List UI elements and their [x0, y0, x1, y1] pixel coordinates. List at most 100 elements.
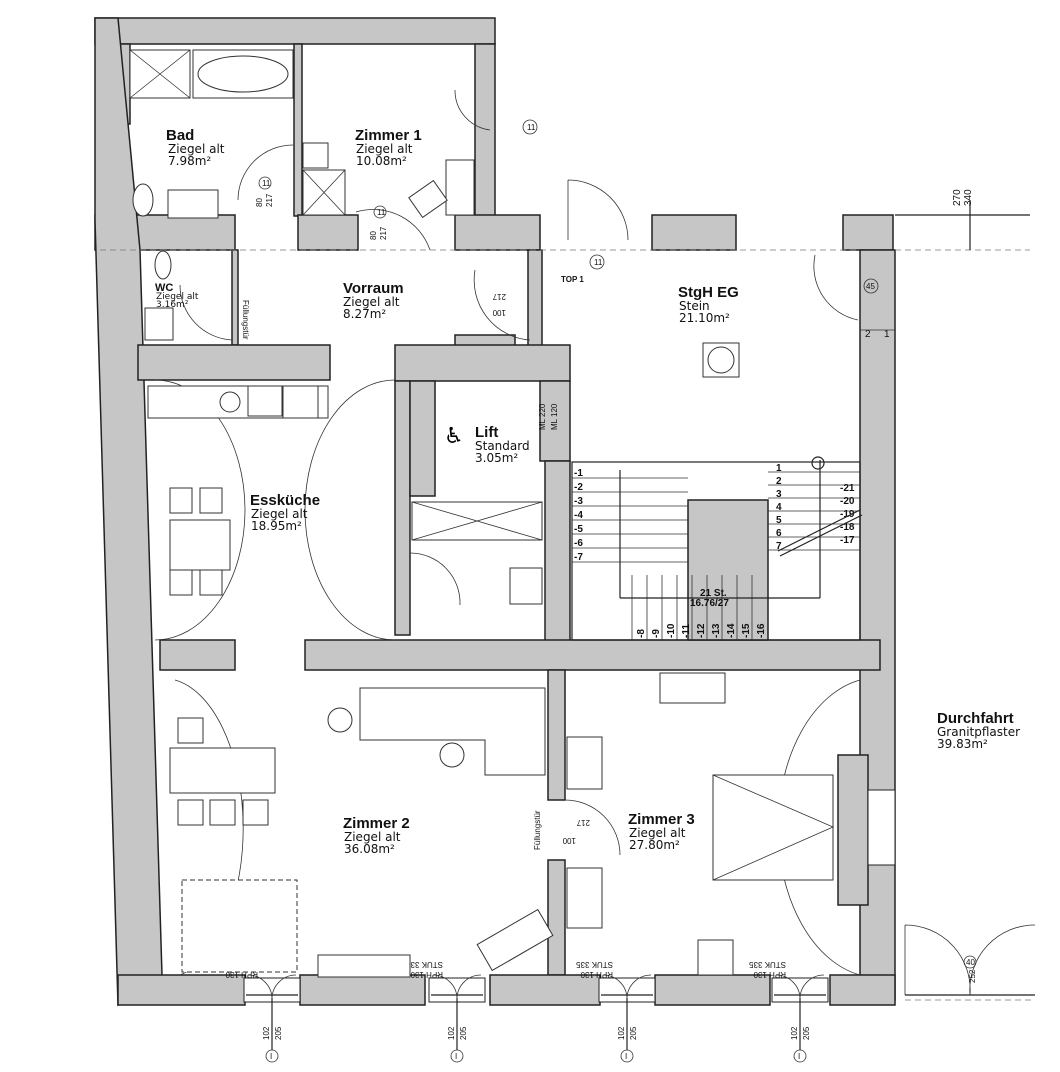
room-name: WC	[155, 282, 173, 294]
stair-step-label: -2	[574, 482, 583, 493]
window-marker: 11	[527, 123, 536, 132]
room-area: 3.16m²	[156, 300, 189, 310]
door-dim: 217	[492, 292, 506, 301]
lift-dim: ML 220	[538, 403, 547, 430]
window-stuk: STUK 335	[749, 960, 786, 969]
window-width: 102	[262, 1026, 271, 1040]
stair-step-label: -5	[574, 524, 583, 535]
stair-step-label: -13	[711, 623, 722, 638]
room-wc: WC Ziegel alt 3.16m²	[155, 282, 199, 310]
stair-step-label: -10	[666, 623, 677, 638]
room-material: Stein	[679, 299, 710, 313]
stair-step-label: -8	[636, 629, 647, 638]
window-height: 205	[274, 1026, 283, 1040]
room-esskueche: Essküche Ziegel alt 18.95m²	[250, 492, 320, 533]
window-marker: I	[625, 1052, 627, 1061]
room-lift: ♿ Lift Standard 3.05m²	[444, 424, 530, 465]
window-stuk: STUK 335	[406, 960, 443, 969]
room-name: Essküche	[250, 492, 320, 509]
room-material: Standard	[475, 439, 530, 453]
side-step: 1	[884, 329, 890, 340]
stair-step-label: -18	[840, 522, 855, 533]
room-name: StgH EG	[678, 284, 739, 301]
door-type-label: Füllungstür	[241, 300, 250, 340]
stair-count: 21 St.	[700, 588, 727, 599]
room-area: 21.10m²	[679, 311, 730, 325]
side-step: 2	[865, 329, 871, 340]
room-area: 10.08m²	[356, 154, 407, 168]
room-name: Lift	[475, 424, 498, 441]
room-area: 39.83m²	[937, 737, 988, 751]
stair-step-label: -4	[574, 510, 583, 521]
stair-step-label: -1	[574, 468, 583, 479]
room-zimmer-3: Zimmer 3 Ziegel alt 27.80m²	[628, 811, 695, 852]
room-material: Ziegel alt	[629, 826, 686, 840]
stair-step-label: 5	[776, 515, 782, 526]
side-marker: 45	[866, 282, 875, 291]
lift-dim: ML 120	[550, 403, 559, 430]
window-rph: RPH 130	[410, 970, 443, 979]
window-width: 102	[447, 1026, 456, 1040]
window-rph: RPH 130	[580, 970, 613, 979]
stair-step-label: -14	[726, 623, 737, 638]
top-label: TOP 1	[561, 275, 584, 284]
stair-step-label: 7	[776, 541, 782, 552]
wheelchair-icon: ♿	[444, 424, 464, 449]
stair-step-label: -3	[574, 496, 583, 507]
walls	[94, 17, 896, 1007]
room-name: Zimmer 2	[343, 815, 410, 832]
stair-step-label: 2	[776, 476, 782, 487]
room-material: Ziegel alt	[343, 295, 400, 309]
room-area: 8.27m²	[343, 307, 386, 321]
window-width: 102	[790, 1026, 799, 1040]
stair-step-label: -21	[840, 483, 855, 494]
room-material: Ziegel alt	[251, 507, 308, 521]
dim-270: 270	[952, 189, 963, 206]
window-marker: I	[270, 1052, 272, 1061]
room-material: Ziegel alt	[156, 292, 199, 302]
stair-step-label: -16	[756, 623, 767, 638]
room-area: 18.95m²	[251, 519, 302, 533]
room-stgh-eg: StgH EG Stein 21.10m² TOP 1	[561, 275, 739, 325]
stair-step-label: -7	[574, 552, 583, 563]
window-height: 205	[629, 1026, 638, 1040]
gate-marker: 40	[966, 958, 975, 967]
stair-ratio: 16.76/27	[690, 598, 729, 609]
room-vorraum: Vorraum Ziegel alt 8.27m²	[343, 280, 404, 321]
door-dim: 217	[379, 226, 388, 240]
window-stuk: STUK 335	[576, 960, 613, 969]
room-name: Vorraum	[343, 280, 404, 297]
door-dim: 217	[265, 193, 274, 207]
stair-step-label: -6	[574, 538, 583, 549]
room-zimmer-1: Zimmer 1 Ziegel alt 10.08m²	[355, 127, 422, 168]
room-name: Bad	[166, 127, 194, 144]
window-width: 102	[617, 1026, 626, 1040]
stair-step-label: -12	[696, 623, 707, 638]
room-name: Durchfahrt	[937, 710, 1014, 727]
gate-dim: 252	[968, 969, 977, 983]
room-area: 7.98m²	[168, 154, 211, 168]
room-material: Granitpflaster	[937, 725, 1020, 739]
stair-step-label: 3	[776, 489, 782, 500]
stair-step-label: -15	[741, 623, 752, 638]
window-height: 205	[459, 1026, 468, 1040]
door-type-label: Füllungstür	[533, 810, 542, 850]
room-durchfahrt: Durchfahrt Granitpflaster 39.83m²	[937, 710, 1020, 751]
stair-step-label: -17	[840, 535, 855, 546]
stair-step-label: 6	[776, 528, 782, 539]
dim-340: 340	[963, 189, 974, 206]
room-area: 3.05m²	[475, 451, 518, 465]
window-marker: I	[798, 1052, 800, 1061]
room-material: Ziegel alt	[344, 830, 401, 844]
stair-step-label: -11	[681, 624, 692, 638]
door-dim: 80	[369, 231, 378, 240]
staircase: -1-2-3-4-5-6-7-8-9-10-11-12-13-14-15-161…	[571, 456, 863, 641]
window-rph: RPH 130	[225, 970, 258, 979]
stair-step-label: -20	[840, 496, 855, 507]
